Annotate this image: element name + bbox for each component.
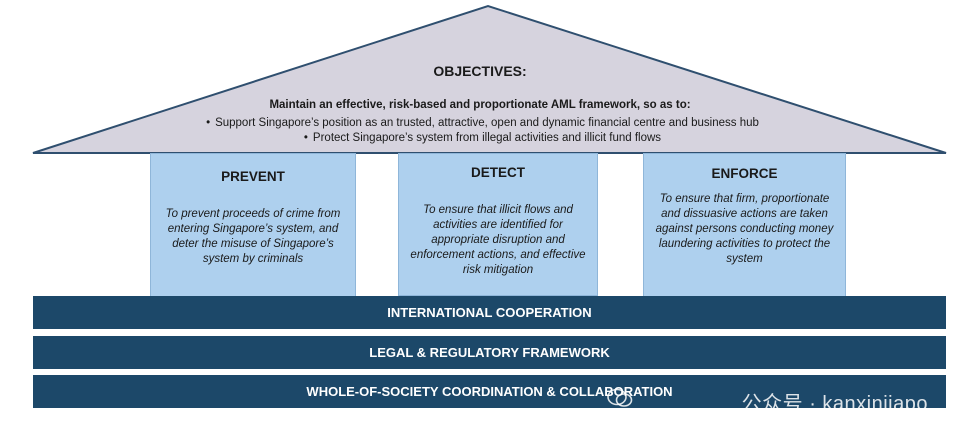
pillar-title: DETECT — [471, 165, 525, 180]
pillar-description: To ensure that illicit flows and activit… — [410, 204, 586, 276]
bullet-icon: • — [206, 117, 211, 129]
band-whole-of-society: WHOLE-OF-SOCIETY COORDINATION & COLLABOR… — [33, 375, 946, 408]
watermark: 公众号 · kanxinjiapo — [741, 393, 928, 415]
objective-item: •Support Singapore’s position as an trus… — [0, 116, 960, 131]
pillar-prevent: PREVENT To prevent proceeds of crime fro… — [150, 153, 356, 299]
pillar-title: PREVENT — [221, 169, 285, 184]
pillar-enforce: ENFORCE To ensure that firm, proportiona… — [643, 153, 846, 299]
objectives-list: •Support Singapore’s position as an trus… — [0, 116, 960, 146]
pillar-description: To prevent proceeds of crime from enteri… — [165, 208, 341, 265]
pillar-title: ENFORCE — [711, 166, 778, 181]
objectives-title: OBJECTIVES: — [433, 63, 527, 79]
objective-item: •Protect Singapore’s system from illegal… — [0, 131, 960, 146]
band-international-cooperation: INTERNATIONAL COOPERATION — [33, 296, 946, 329]
pillar-detect: DETECT To ensure that illicit flows and … — [398, 153, 598, 296]
pillar-description: To ensure that firm, proportionate and d… — [655, 193, 834, 265]
objectives-statement: Maintain an effective, risk-based and pr… — [269, 99, 691, 111]
bullet-icon: • — [303, 132, 308, 144]
band-legal-regulatory: LEGAL & REGULATORY FRAMEWORK — [33, 336, 946, 369]
wechat-icon — [607, 388, 633, 407]
